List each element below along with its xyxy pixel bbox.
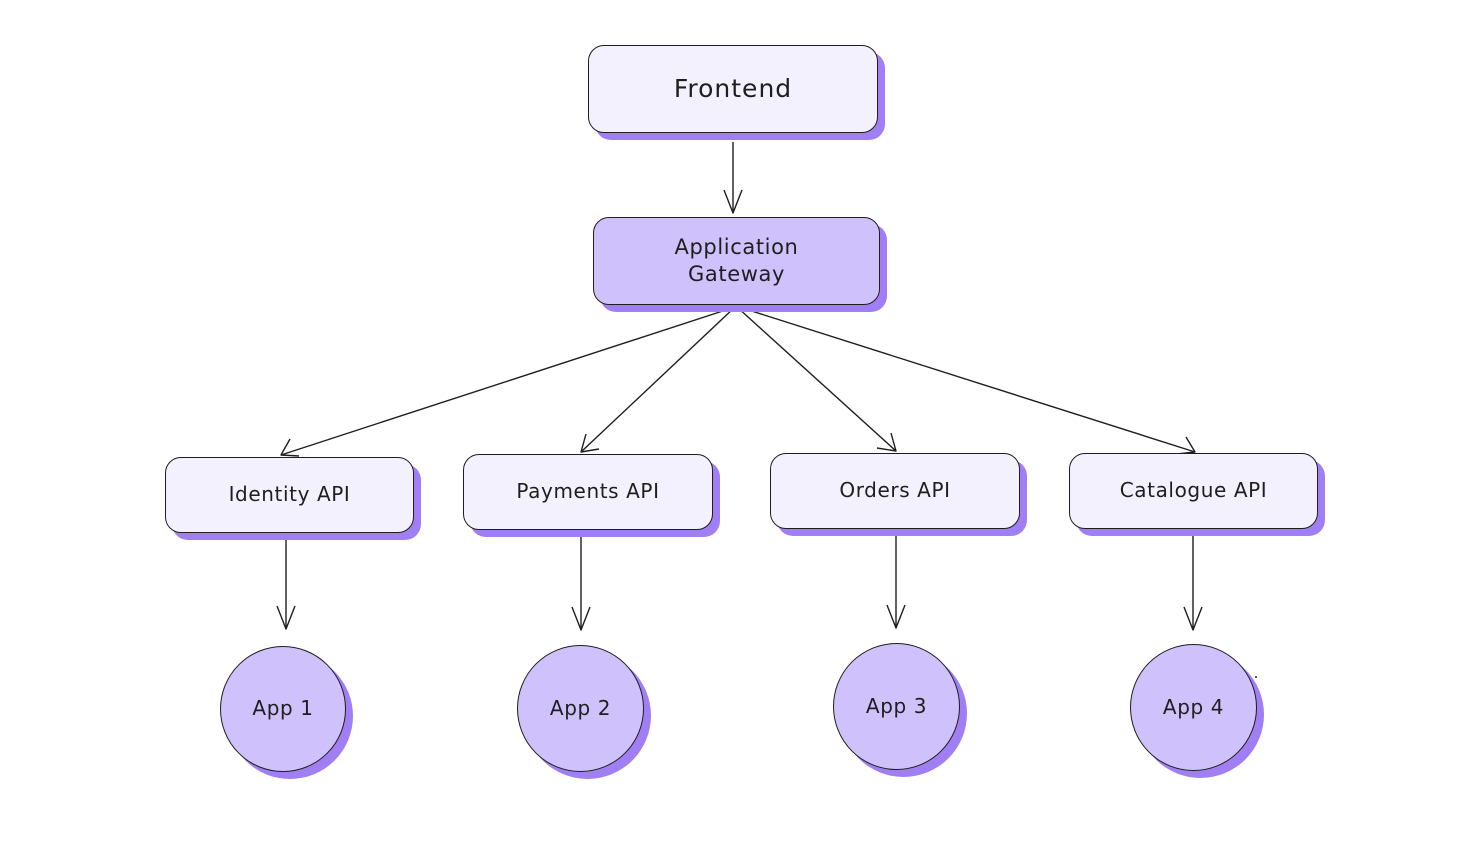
edge-gateway-payments-api xyxy=(580,306,736,453)
edge-gateway-orders-api xyxy=(736,306,897,452)
node-catalogue-api[interactable]: Catalogue API xyxy=(1069,453,1318,529)
node-orders-api[interactable]: Orders API xyxy=(770,453,1020,529)
node-app4[interactable]: App 4 xyxy=(1130,644,1257,771)
node-app3-label: App 3 xyxy=(865,693,928,718)
edge-gateway-catalogue-api xyxy=(738,306,1196,455)
node-orders-api-label: Orders API xyxy=(839,478,951,503)
node-app3[interactable]: App 3 xyxy=(833,643,960,770)
node-app2[interactable]: App 2 xyxy=(517,645,644,772)
stray-dot xyxy=(1255,676,1257,678)
node-frontend-label: Frontend xyxy=(673,74,793,103)
edge-frontend-gateway xyxy=(723,142,743,214)
node-catalogue-api-label: Catalogue API xyxy=(1119,478,1268,503)
node-payments-api[interactable]: Payments API xyxy=(463,454,713,530)
node-app1[interactable]: App 1 xyxy=(220,646,346,772)
node-identity-api[interactable]: Identity API xyxy=(165,457,414,533)
edge-identity-api-app1 xyxy=(276,535,296,630)
node-app4-label: App 4 xyxy=(1162,694,1225,719)
node-gateway-label: Application Gateway xyxy=(674,235,799,286)
node-app2-label: App 2 xyxy=(549,695,612,720)
edge-catalogue-api-app4 xyxy=(1183,531,1203,631)
node-frontend[interactable]: Frontend xyxy=(588,45,878,133)
node-gateway[interactable]: Application Gateway xyxy=(593,217,880,305)
node-identity-api-label: Identity API xyxy=(228,482,351,507)
edge-orders-api-app3 xyxy=(886,531,906,629)
node-payments-api-label: Payments API xyxy=(516,479,660,504)
node-app1-label: App 1 xyxy=(252,696,314,721)
edge-payments-api-app2 xyxy=(571,532,591,631)
edge-gateway-identity-api xyxy=(280,306,736,457)
